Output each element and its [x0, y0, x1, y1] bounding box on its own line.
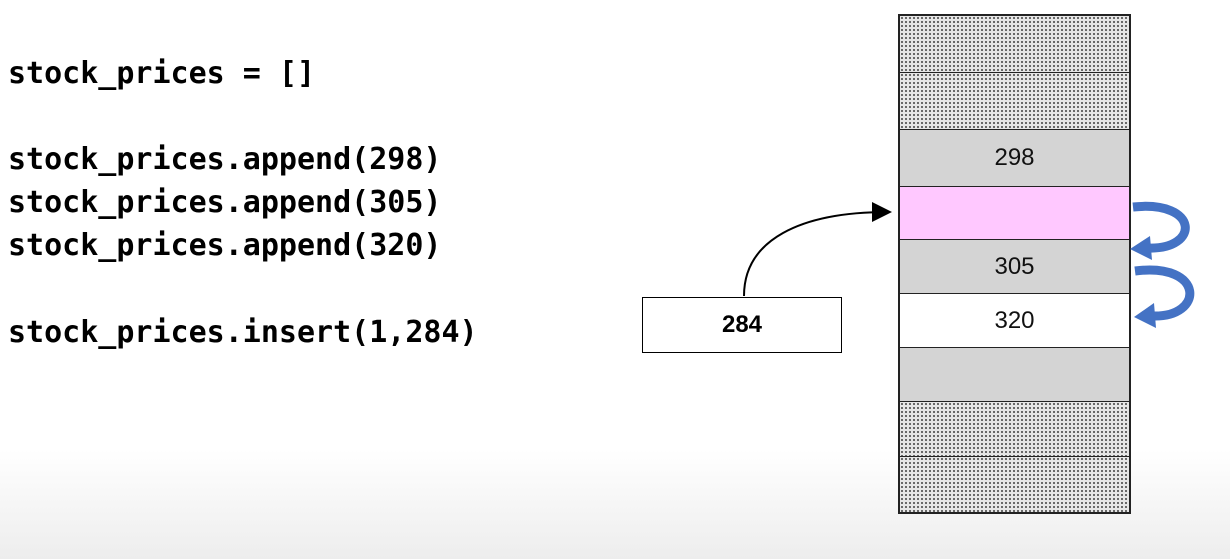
code-line-insert: stock_prices.insert(1,284): [8, 315, 478, 350]
memory-cell-insert-slot: [900, 187, 1129, 240]
memory-cell-320: 320: [900, 294, 1129, 348]
memory-cell-reserved: [900, 73, 1129, 130]
memory-cell-free: [900, 348, 1129, 402]
new-value-box: 284: [642, 297, 842, 353]
new-value-label: 284: [721, 311, 763, 338]
memory-cell-305: 305: [900, 240, 1129, 294]
memory-block: 298 305 320: [898, 14, 1131, 514]
insert-arrow-icon: [743, 202, 892, 297]
memory-cell-298: 298: [900, 130, 1129, 187]
memory-cell-reserved: [900, 457, 1129, 512]
memory-cell-reserved: [900, 402, 1129, 457]
shift-down-arrow-icon: [1130, 201, 1190, 260]
code-line-append-298: stock_prices.append(298): [8, 142, 442, 177]
code-line-append-320: stock_prices.append(320): [8, 228, 442, 263]
shift-down-arrow-icon: [1134, 265, 1195, 328]
code-line-append-305: stock_prices.append(305): [8, 185, 442, 220]
memory-cell-reserved: [900, 16, 1129, 73]
code-line-create-list: stock_prices = []: [8, 56, 316, 91]
